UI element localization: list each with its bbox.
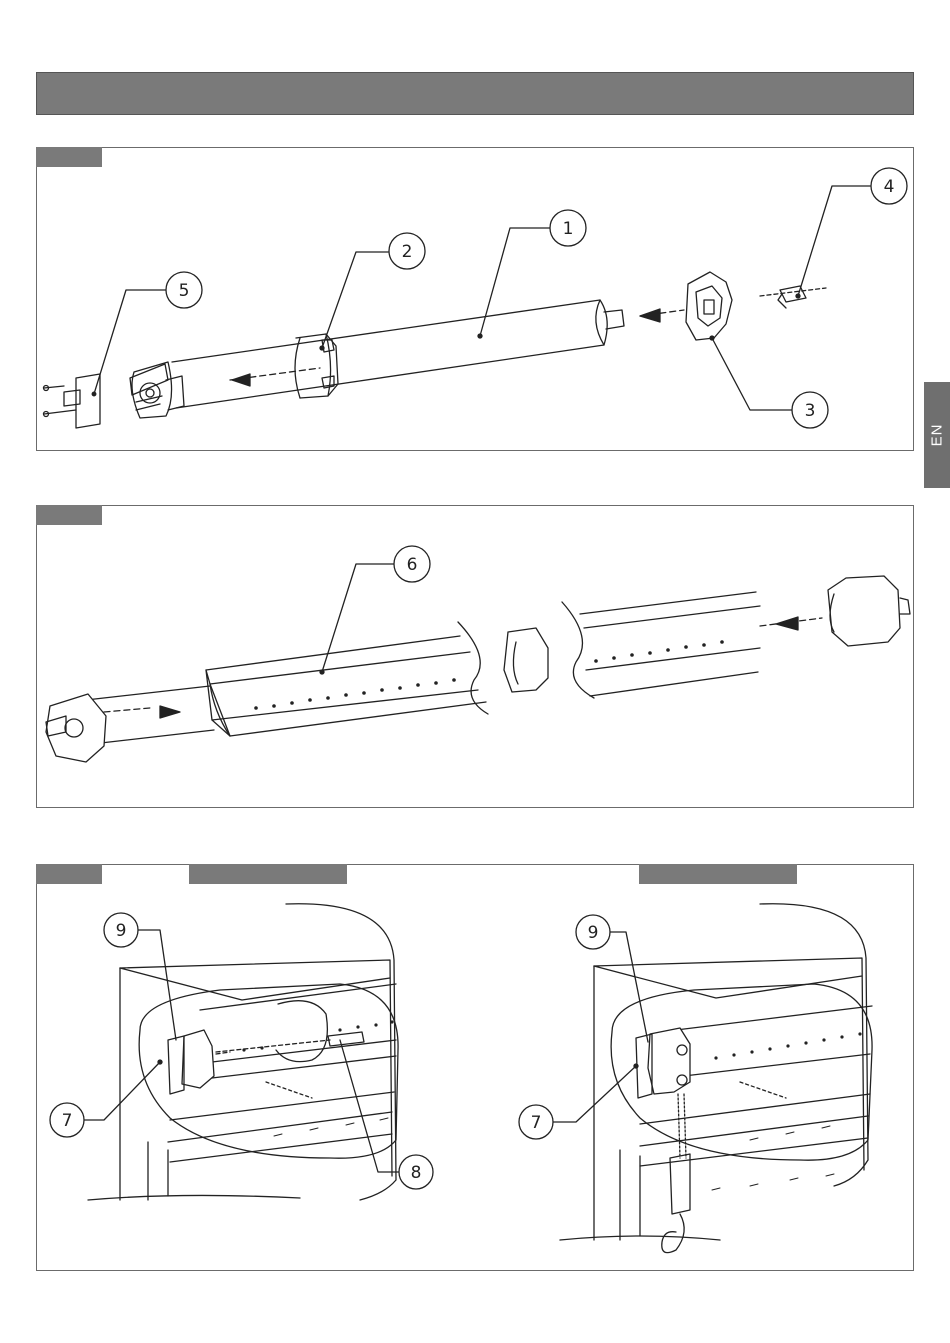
callout-7-right: 7 [531,1113,542,1133]
panel-2-leaders [320,564,396,674]
callout-3: 3 [805,401,816,421]
octagonal-shaft-drawing [46,576,910,762]
installation-right-drawing [560,904,872,1253]
callout-8: 8 [411,1163,422,1183]
callout-6: 6 [407,555,418,575]
panel-3-right-leaders [552,932,648,1122]
callout-7-left: 7 [62,1111,73,1131]
callout-1: 1 [563,219,574,239]
callout-9-right: 9 [588,923,599,943]
panel-3-left-callouts [50,913,433,1189]
callout-4: 4 [884,177,895,197]
motor-tube-drawing [44,272,827,428]
callout-9-left: 9 [116,921,127,941]
panel-1-leaders [94,186,870,410]
installation-left-drawing [88,904,398,1200]
panel-3-left-leaders [82,930,400,1172]
panel-1-callouts [166,168,907,428]
callout-5: 5 [179,281,190,301]
callout-2: 2 [402,242,413,262]
panel-3-right-callouts [519,915,610,1139]
